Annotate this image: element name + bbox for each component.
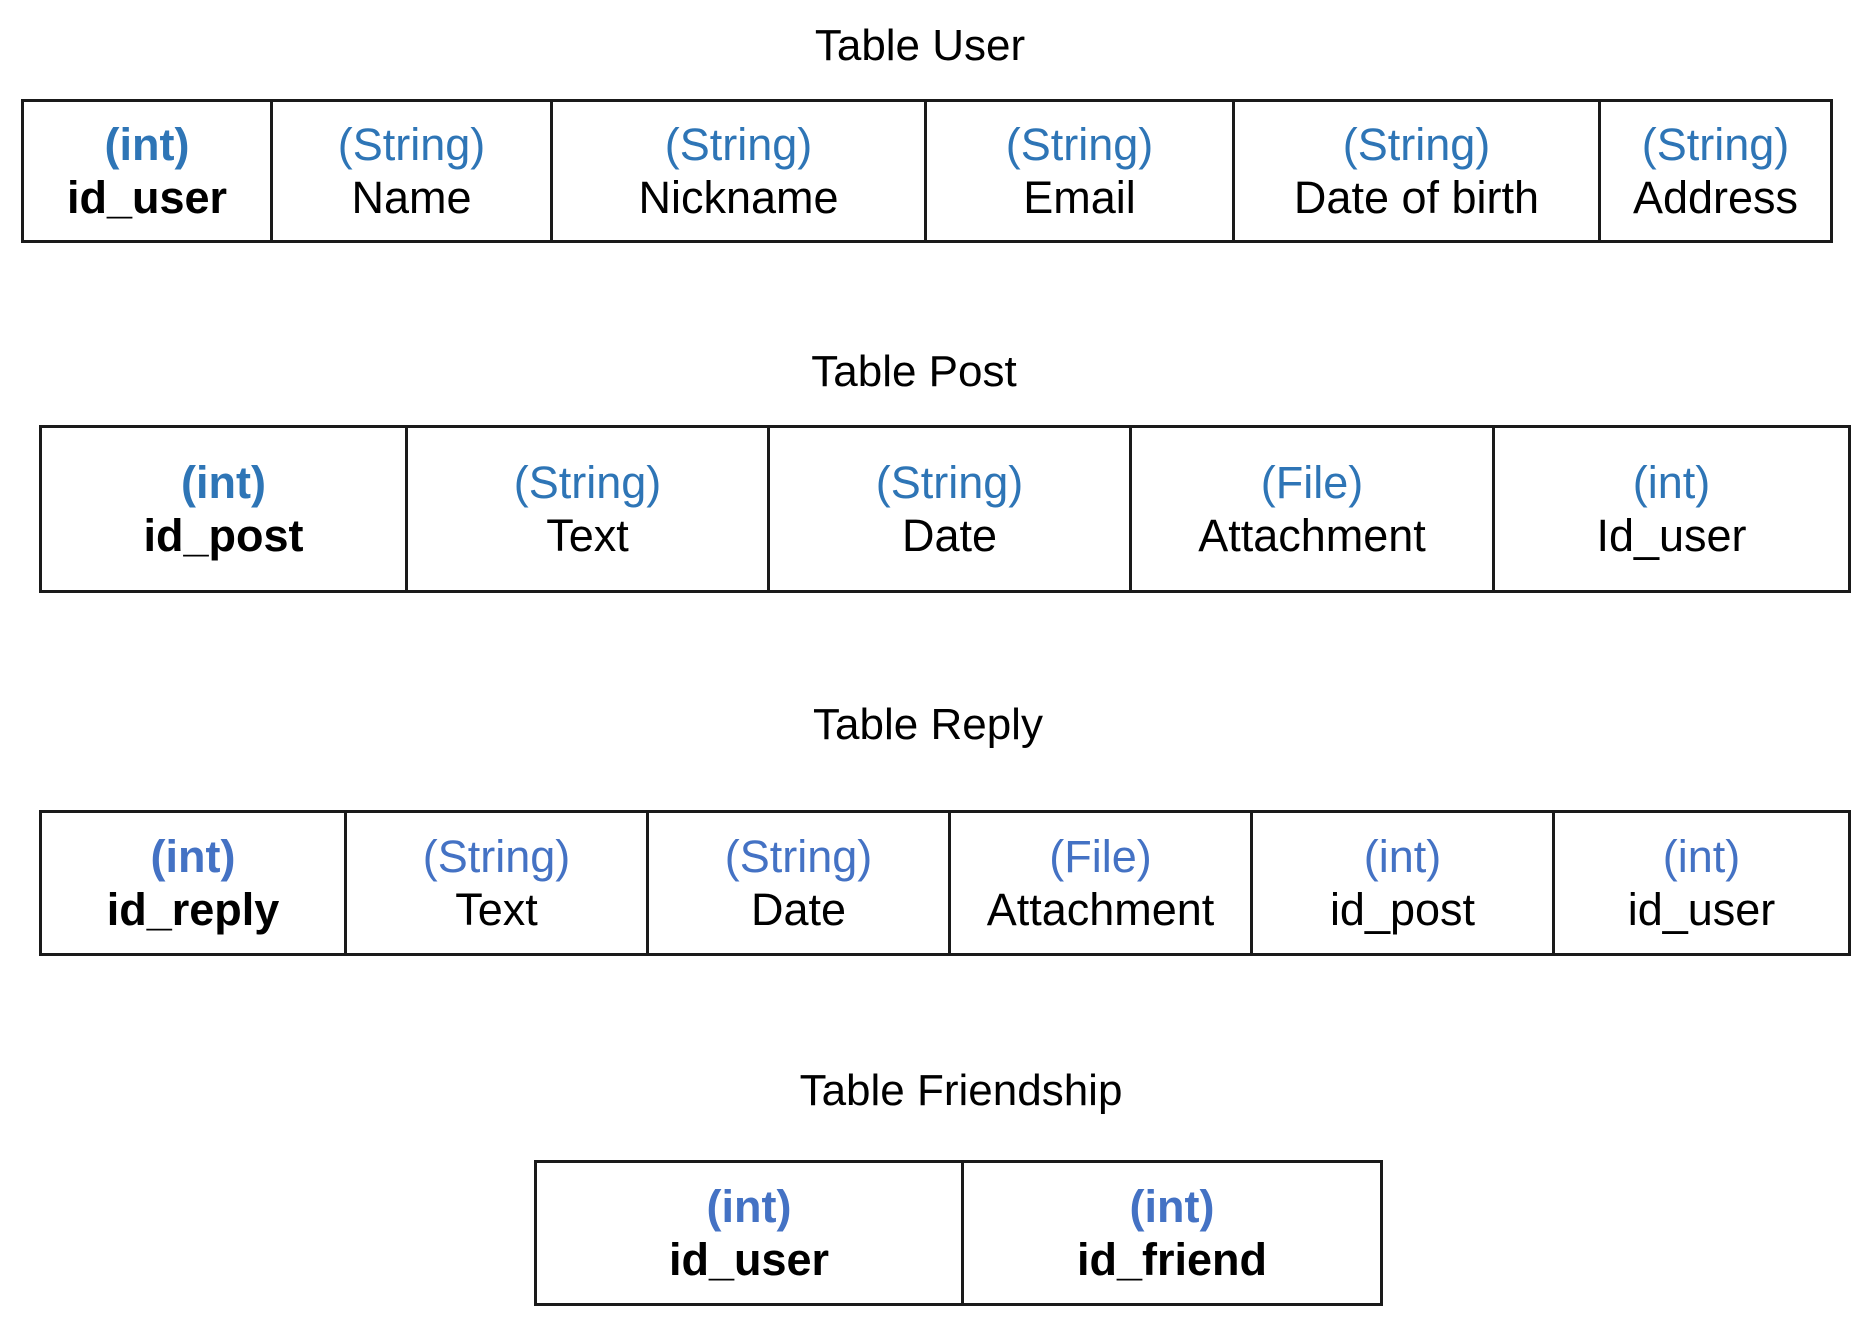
column-type: (int): [1662, 830, 1741, 882]
column-type: (String): [422, 830, 571, 882]
column-name: Date of birth: [1293, 172, 1540, 223]
column-name: id_friend: [1076, 1234, 1268, 1285]
column-type: (String): [1342, 118, 1491, 170]
column-name: Date: [901, 510, 998, 561]
column-type: (String): [337, 118, 486, 170]
table-post-column-id-post: (int) id_post: [42, 428, 405, 590]
column-type: (String): [724, 830, 873, 882]
column-type: (String): [875, 456, 1024, 508]
column-type: (int): [150, 830, 236, 882]
column-name: Attachment: [986, 884, 1215, 935]
column-name: id_reply: [106, 884, 280, 935]
table-friendship-column-id-friend: (int) id_friend: [961, 1163, 1380, 1303]
table-reply: (int) id_reply (String) Text (String) Da…: [39, 810, 1851, 956]
column-type: (int): [1632, 456, 1711, 508]
table-reply-column-text: (String) Text: [344, 813, 646, 953]
table-reply-title: Table Reply: [813, 700, 1043, 749]
column-type: (int): [706, 1180, 792, 1232]
table-reply-column-id-post: (int) id_post: [1250, 813, 1552, 953]
table-user-column-email: (String) Email: [924, 102, 1232, 240]
column-type: (int): [104, 118, 190, 170]
table-reply-column-date: (String) Date: [646, 813, 948, 953]
column-name: id_user: [668, 1234, 830, 1285]
table-post: (int) id_post (String) Text (String) Dat…: [39, 425, 1851, 593]
column-name: id_user: [66, 172, 228, 223]
table-reply-column-attachment: (File) Attachment: [948, 813, 1250, 953]
table-user-column-nickname: (String) Nickname: [550, 102, 924, 240]
column-name: Text: [546, 510, 629, 561]
table-post-column-id-user: (int) Id_user: [1492, 428, 1848, 590]
column-name: Text: [455, 884, 538, 935]
column-name: Attachment: [1198, 510, 1426, 561]
table-post-column-attachment: (File) Attachment: [1129, 428, 1492, 590]
column-name: Name: [351, 172, 472, 223]
column-type: (int): [1363, 830, 1442, 882]
column-name: id_post: [1329, 884, 1476, 935]
table-user-column-name: (String) Name: [270, 102, 550, 240]
column-name: Email: [1023, 172, 1136, 223]
column-type: (int): [1129, 1180, 1215, 1232]
column-type: (String): [1005, 118, 1154, 170]
table-user: (int) id_user (String) Name (String) Nic…: [21, 99, 1833, 243]
column-name: Address: [1632, 172, 1799, 223]
column-type: (String): [1641, 118, 1790, 170]
column-type: (File): [1260, 456, 1364, 508]
column-name: id_post: [143, 510, 304, 561]
column-name: Id_user: [1596, 510, 1747, 561]
table-post-column-text: (String) Text: [405, 428, 767, 590]
table-friendship: (int) id_user (int) id_friend: [534, 1160, 1383, 1306]
table-user-title: Table User: [814, 21, 1026, 70]
table-user-column-date-of-birth: (String) Date of birth: [1232, 102, 1598, 240]
column-name: Date: [750, 884, 847, 935]
column-type: (File): [1049, 830, 1152, 882]
column-type: (String): [513, 456, 662, 508]
column-name: Nickname: [638, 172, 839, 223]
table-reply-column-id-user: (int) id_user: [1552, 813, 1848, 953]
column-name: id_user: [1627, 884, 1776, 935]
table-friendship-column-id-user: (int) id_user: [537, 1163, 961, 1303]
table-user-column-id-user: (int) id_user: [24, 102, 270, 240]
table-user-column-address: (String) Address: [1598, 102, 1830, 240]
table-reply-column-id-reply: (int) id_reply: [42, 813, 344, 953]
table-friendship-title: Table Friendship: [799, 1066, 1123, 1115]
table-post-column-date: (String) Date: [767, 428, 1129, 590]
column-type: (String): [664, 118, 813, 170]
column-type: (int): [181, 456, 266, 508]
table-post-title: Table Post: [811, 347, 1017, 396]
